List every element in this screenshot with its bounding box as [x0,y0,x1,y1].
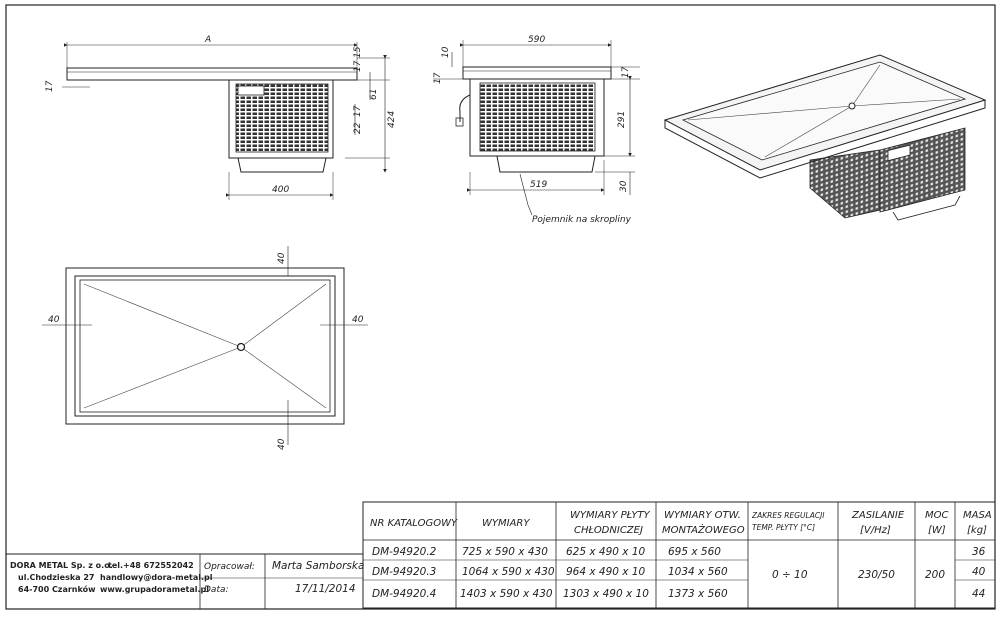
hdr-temp-range-1: ZAKRES REGULACJI [751,511,825,520]
company-name: DORA METAL Sp. z o.o. [10,561,113,570]
hdr-plate-dims-2: CHŁODNICZEJ [574,525,643,536]
company-tel: tel.+48 672552042 [108,561,194,570]
hdr-plate-dims-1: WYMIARY PŁYTY [570,510,651,521]
row1-plate-dims: 625 x 490 x 10 [566,546,646,558]
row2-mass: 40 [972,566,986,578]
side-worktop [66,67,358,81]
sheet-border [5,4,996,610]
company-web: www.grupadorametal.pl [100,585,209,594]
dim-front-30: 30 [619,180,629,192]
company-street: ul.Chodzieska 27 [18,573,95,582]
hdr-power-1: MOC [925,510,948,521]
dim-top-40-right: 40 [352,315,364,325]
front-worktop [462,66,612,80]
row3-dimensions: 1403 x 590 x 430 [460,588,553,600]
dim-front-590: 590 [528,35,545,45]
dim-top-40-bottom: 40 [277,438,287,450]
row1-mass: 36 [972,546,986,558]
hdr-dimensions: WYMIARY [482,518,530,529]
row1-opening-dims: 695 x 560 [668,546,721,558]
side-view: A 17 15 61 424 17 22 17 400 [45,35,397,200]
dim-side-17-top: 17 [353,60,363,72]
row2-plate-dims: 964 x 490 x 10 [566,566,646,578]
front-view: 590 10 17 17 291 30 519 Pojemnik na skro… [433,35,640,225]
row3-catalog-no: DM-94920.4 [372,588,436,600]
shared-power: 200 [925,569,945,581]
row2-catalog-no: DM-94920.3 [372,566,436,578]
front-cabinet [469,78,605,157]
dim-top-40-top: 40 [277,252,287,264]
dim-side-61: 61 [369,89,379,100]
drain-hole [236,342,246,352]
iso-cabinet-front [879,127,966,213]
front-power-cable [459,94,471,122]
row2-dimensions: 1064 x 590 x 430 [462,566,555,578]
row3-plate-dims: 1303 x 490 x 10 [563,588,649,600]
dim-side-424: 424 [387,111,397,128]
side-control-panel [237,85,265,96]
hdr-mass-2: [kg] [967,525,987,536]
side-drip-tray [237,157,327,173]
iso-cabinet-side [809,149,881,219]
row1-catalog-no: DM-94920.2 [372,546,437,558]
row3-mass: 44 [972,588,985,600]
hdr-catalog-no: NR KATALOGOWY [370,518,458,529]
front-drip-tray [496,155,596,173]
row3-opening-dims: 1373 x 560 [668,588,728,600]
side-cabinet [228,79,334,159]
hdr-power-supply-1: ZASILANIE [851,510,905,521]
dim-side-17-left: 17 [45,80,55,92]
row2-opening-dims: 1034 x 560 [668,566,728,578]
iso-plate-inner [681,61,967,161]
hdr-mass-1: MASA [963,510,992,521]
author-value: Marta Samborska [272,560,364,572]
date-label: Data: [204,585,229,595]
dim-front-10: 10 [441,46,451,58]
spec-table: NR KATALOGOWY WYMIARY WYMIARY PŁYTY CHŁO… [362,501,996,609]
dim-side-22: 22 [353,122,363,134]
hdr-opening-dims-1: WYMIARY OTW. [664,510,741,521]
top-plate-inner [79,279,331,413]
dim-side-17-right: 17 [353,105,363,117]
date-value: 17/11/2014 [295,583,356,595]
company-email: handlowy@dora-metal.pl [100,573,213,582]
company-city: 64-700 Czarnków [18,584,96,594]
dim-side-15: 15 [353,46,363,58]
author-label: Opracował: [204,562,255,572]
hdr-power-supply-2: [V/Hz] [860,525,891,536]
hdr-opening-dims-2: MONTAŻOWEGO [662,523,745,536]
top-view: 40 40 40 40 [42,246,368,450]
top-plate-outer [65,267,345,425]
dim-front-291: 291 [617,111,627,128]
dim-side-400: 400 [272,185,289,195]
title-block: DORA METAL Sp. z o.o. ul.Chodzieska 27 6… [5,553,364,610]
row1-dimensions: 725 x 590 x 430 [462,546,548,558]
isometric-view [663,54,987,221]
dim-front-17-right: 17 [621,66,631,78]
shared-power-supply: 230/50 [858,569,895,581]
front-grille [479,82,596,152]
dim-a: A [204,35,211,45]
shared-temp-range: 0 ÷ 10 [772,569,808,581]
dim-front-17-left: 17 [433,72,443,84]
dim-front-519: 519 [530,180,547,190]
dim-top-40-left: 40 [48,315,60,325]
hdr-power-2: [W] [928,525,946,536]
hdr-temp-range-2: TEMP. PŁYTY [°C] [752,523,815,532]
drip-tray-label: Pojemnik na skropliny [532,215,632,225]
